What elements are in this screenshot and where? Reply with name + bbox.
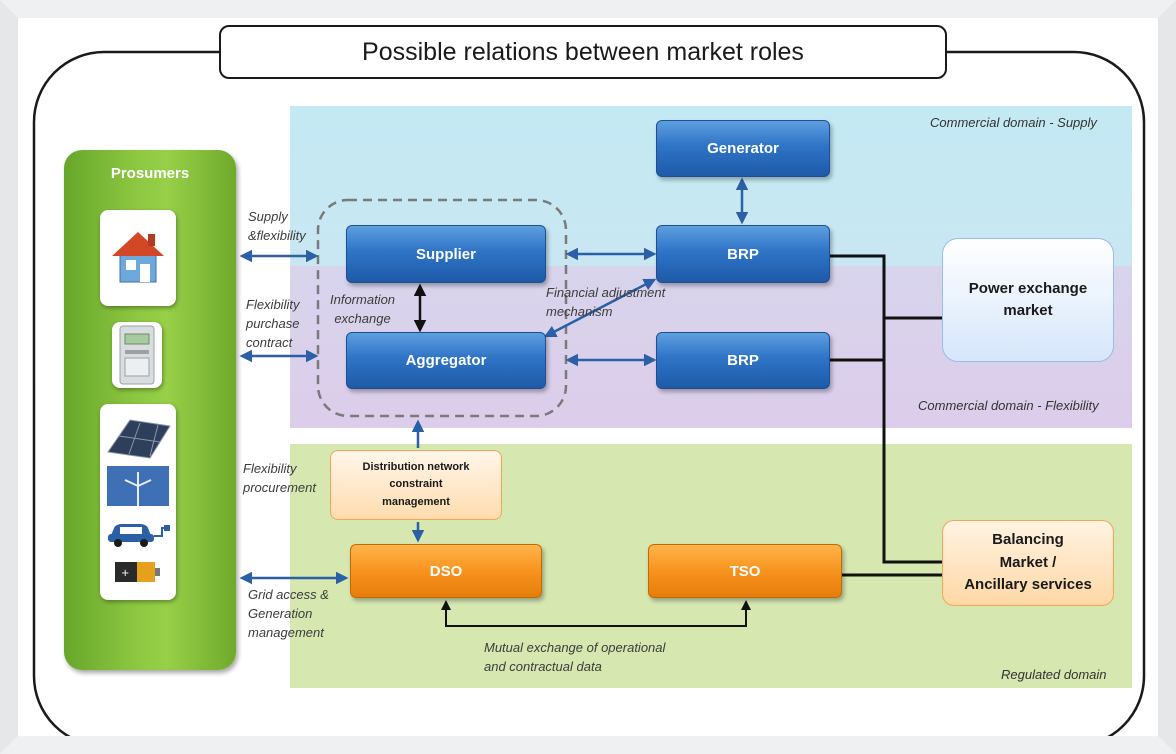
dso-node: DSO: [350, 544, 542, 598]
generation-tile: +: [100, 404, 176, 600]
arrow-financial-adjustment: [543, 278, 657, 338]
generator-node: Generator: [656, 120, 830, 177]
brp-flex-node: BRP: [656, 332, 830, 389]
dnc-management-node: Distribution network constraint manageme…: [330, 450, 502, 520]
flexibility-purchase-label: Flexibility purchase contract: [246, 297, 300, 350]
electric-car-icon: [108, 524, 170, 547]
regulated-domain-label: Regulated domain: [1001, 667, 1107, 682]
brp-supply-node: BRP: [656, 225, 830, 283]
page-title: Possible relations between market roles: [219, 25, 947, 79]
wind-turbine-icon: [107, 466, 169, 506]
grid-access-label: Grid access & Generation management: [248, 587, 329, 640]
smart-meter-icon: [119, 325, 155, 385]
supplier-aggregator-group: [316, 198, 568, 418]
house-icon: [112, 232, 164, 283]
power-exchange-node: Power exchange market: [942, 238, 1114, 362]
meter-tile: [112, 322, 162, 388]
supply-flexibility-label: Supply &flexibility: [248, 209, 306, 243]
flexibility-procurement-label: Flexibility procurement: [243, 461, 316, 495]
mutual-exchange-label: Mutual exchange of operational and contr…: [484, 640, 666, 674]
information-exchange-label: Information exchange: [330, 292, 396, 326]
balancing-market-node: Balancing Market / Ancillary services: [942, 520, 1114, 606]
house-tile: [100, 210, 176, 306]
supply-domain-label: Commercial domain - Supply: [930, 115, 1097, 130]
line-brp-to-balancing: [830, 254, 942, 564]
tso-node: TSO: [648, 544, 842, 598]
svg-text:+: +: [121, 568, 129, 579]
financial-adjustment-label: Financial adjustment mechanism: [546, 285, 666, 319]
arrow-dso-tso-mutual: [441, 600, 751, 627]
battery-icon: +: [115, 562, 160, 582]
supplier-node: Supplier: [346, 225, 546, 283]
flexibility-domain-label: Commercial domain - Flexibility: [918, 398, 1099, 413]
solar-panel-icon: [107, 419, 171, 459]
prosumers-title: Prosumers: [110, 165, 190, 182]
aggregator-node: Aggregator: [346, 332, 546, 389]
